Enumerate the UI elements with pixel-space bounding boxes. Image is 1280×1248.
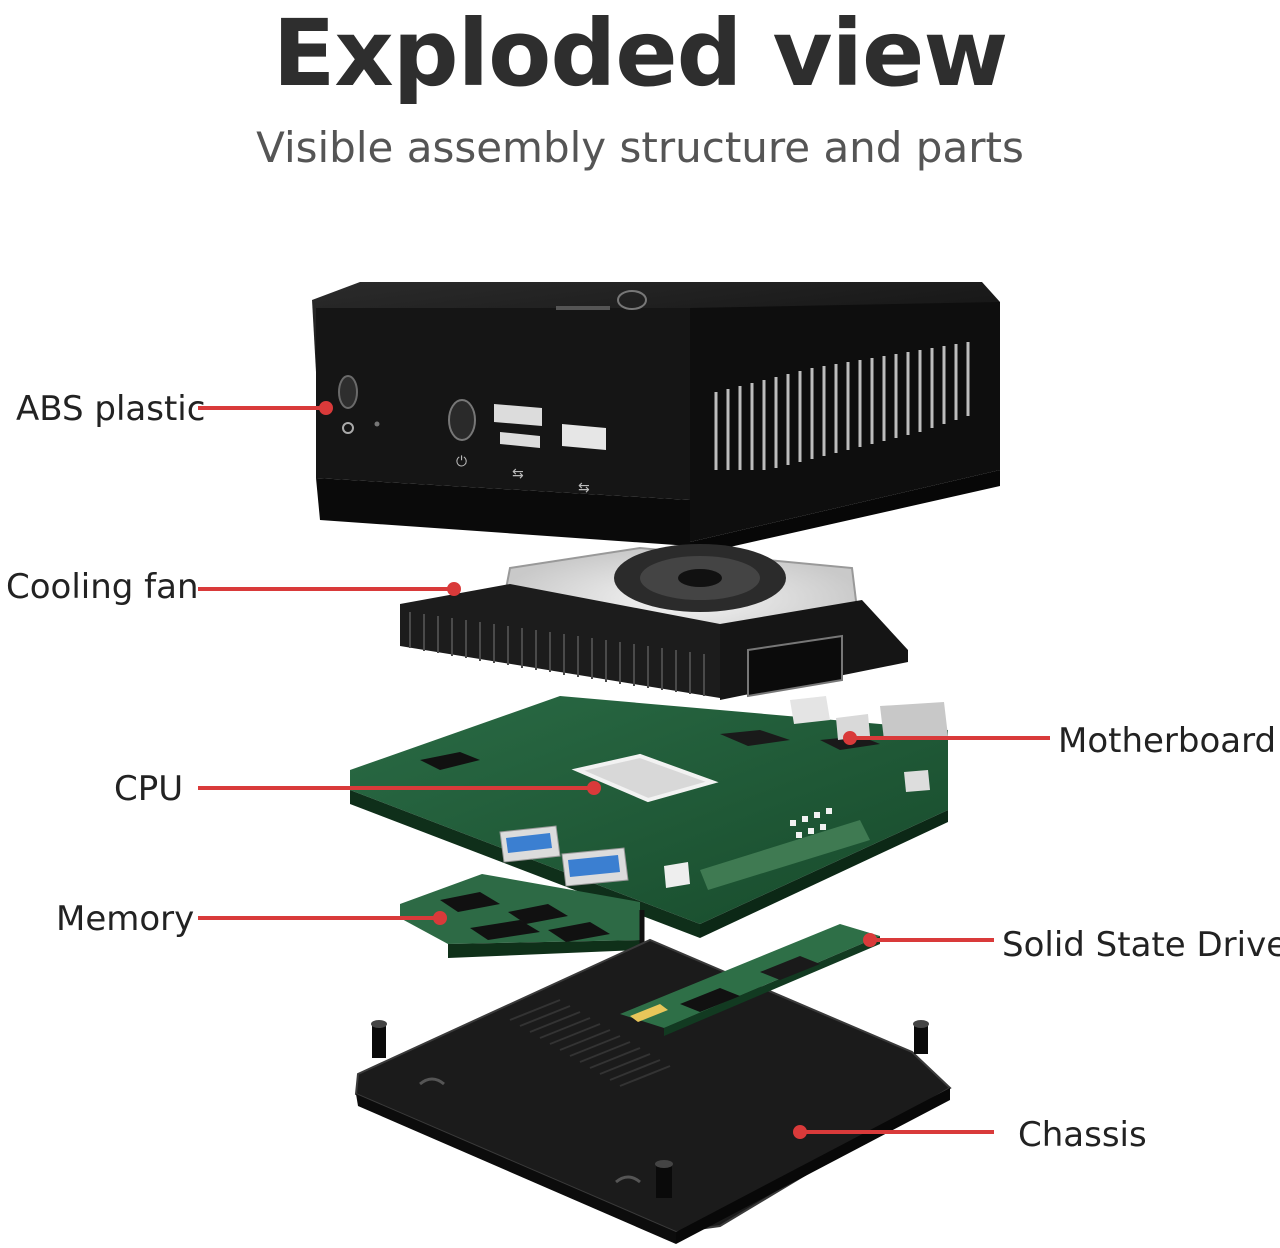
label-cpu: CPU [114, 769, 184, 809]
label-memory: Memory [56, 899, 195, 939]
label-abs-plastic: ABS plastic [16, 389, 206, 429]
chassis [354, 938, 952, 1244]
cpu-chip [571, 753, 719, 803]
top-case: ⏻ ⇆ ⇆ [312, 282, 1000, 556]
page-title: Exploded view [272, 0, 1009, 107]
label-motherboard: Motherboard [1058, 721, 1277, 761]
heatsink-fins [409, 612, 705, 696]
side-vents [714, 342, 970, 470]
label-cooling-fan: Cooling fan [6, 567, 199, 607]
leader-lines [198, 401, 1050, 1139]
svg-text:⇆: ⇆ [512, 466, 524, 482]
chassis-vents [509, 999, 671, 1087]
ssd-module [620, 924, 880, 1036]
label-chassis: Chassis [1018, 1115, 1147, 1155]
label-ssd: Solid State Drive [1002, 925, 1280, 965]
front-ports: ⏻ ⇆ ⇆ [338, 375, 606, 496]
svg-text:⏻: ⏻ [456, 454, 467, 470]
memory-module [400, 874, 640, 958]
page-subtitle: Visible assembly structure and parts [256, 123, 1024, 172]
cooling-fan-assembly [400, 544, 908, 700]
svg-text:⇆: ⇆ [578, 480, 590, 496]
